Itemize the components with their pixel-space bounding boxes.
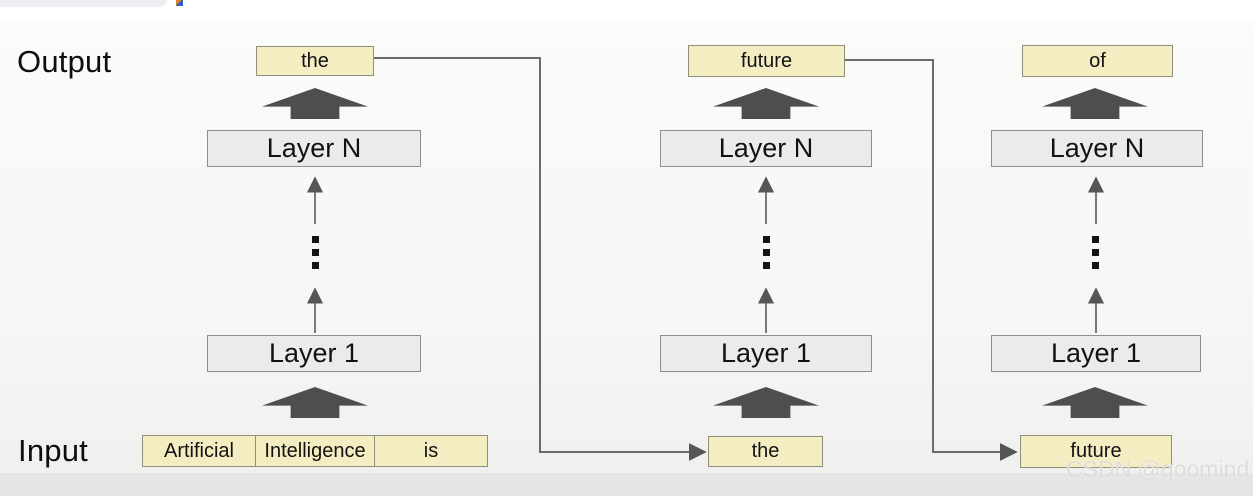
up-block-arrow-icon <box>713 387 819 418</box>
ellipsis-dots-icon <box>1091 236 1099 269</box>
layer-1-box-1: Layer 1 <box>207 335 421 372</box>
output-token-box-2: future <box>688 45 845 77</box>
output-token-box-3: of <box>1022 45 1173 77</box>
ellipsis-dots-icon <box>762 236 770 269</box>
ellipsis-dots-icon <box>311 236 319 269</box>
input-token-box-2: the <box>708 436 823 467</box>
connector-output2-to-input3 <box>845 59 1018 461</box>
output-label: Output <box>17 44 112 79</box>
layer-n-box-2: Layer N <box>660 130 872 167</box>
input-token-box-3: future <box>1020 435 1172 468</box>
input-token-cell: is <box>374 436 487 466</box>
up-block-arrow-icon <box>1042 88 1148 119</box>
layer-1-box-2: Layer 1 <box>660 335 872 372</box>
layer-n-box-1: Layer N <box>207 130 421 167</box>
up-block-arrow-icon <box>1042 387 1148 418</box>
up-block-arrow-icon <box>713 88 819 119</box>
cursor-artifact-icon <box>176 0 183 6</box>
up-block-arrow-icon <box>262 88 368 119</box>
connector-output1-to-input2 <box>374 57 707 461</box>
bottom-strip <box>0 473 1253 496</box>
up-block-arrow-icon <box>262 387 368 418</box>
output-token-box-1: the <box>256 46 374 76</box>
input-token-cell: Artificial <box>163 439 234 462</box>
browser-artifact-pill <box>0 0 167 7</box>
input-token-row-1: Artificial Intelligence is <box>142 435 488 467</box>
layer-n-box-3: Layer N <box>991 130 1203 167</box>
watermark: CSDN @goomind <box>1066 456 1250 482</box>
layer-1-box-3: Layer 1 <box>991 335 1201 372</box>
input-token-cell: Intelligence <box>255 436 374 466</box>
input-label: Input <box>18 433 88 468</box>
